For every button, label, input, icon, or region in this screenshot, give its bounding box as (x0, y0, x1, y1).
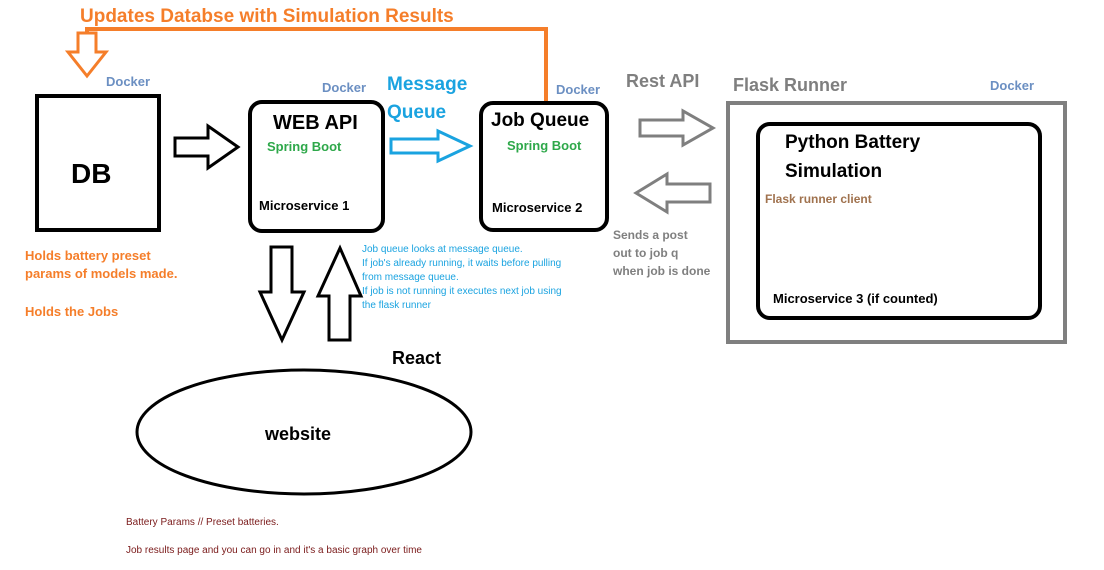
website-note1: Battery Params // Preset batteries. (126, 517, 279, 528)
message-queue-line2: Queue (387, 102, 447, 123)
website-note2: Job results page and you can go in and i… (126, 545, 422, 556)
flask-docker-label: Docker (990, 78, 1035, 93)
website-ellipse (135, 368, 473, 496)
webapi-docker-label: Docker (322, 80, 367, 95)
jobqueue-service: Microservice 2 (492, 200, 583, 215)
jobqueue-note-line4: If job is not running it executes next j… (362, 286, 562, 297)
webapi-title: WEB API (273, 112, 358, 134)
jobqueue-note-line1: Job queue looks at message queue. (362, 244, 523, 255)
webapi-box (248, 100, 385, 233)
update-db-arrowhead (64, 31, 110, 79)
jobqueue-note-line3: from message queue. (362, 272, 459, 283)
message-queue-arrow (389, 128, 474, 164)
flask-service: Microservice 3 (if counted) (773, 291, 938, 306)
db-to-webapi-arrow (173, 123, 241, 171)
update-db-line (85, 27, 548, 102)
post-note-line1: Sends a post (613, 228, 688, 242)
jobqueue-framework: Spring Boot (507, 138, 582, 153)
jobqueue-note-line5: the flask runner (362, 300, 431, 311)
db-note-line3: Holds the Jobs (25, 304, 119, 319)
db-note-line2: params of models made. (25, 266, 178, 281)
post-back-arrow (633, 171, 712, 215)
jobqueue-title: Job Queue (491, 110, 590, 131)
db-docker-label: Docker (106, 74, 151, 89)
webapi-framework: Spring Boot (267, 139, 342, 154)
python-sim-title-line2: Simulation (785, 161, 883, 182)
db-box (35, 94, 161, 232)
python-sim-box (756, 122, 1042, 320)
website-label: website (265, 424, 332, 444)
db-label: DB (71, 158, 112, 189)
rest-api-label: Rest API (626, 71, 700, 91)
jobqueue-docker-label: Docker (556, 82, 601, 97)
post-note-line3: when job is done (613, 264, 711, 278)
jobqueue-note-line2: If job's already running, it waits befor… (362, 258, 562, 269)
webapi-to-website-arrow (257, 245, 307, 344)
python-sim-title-line1: Python Battery (785, 132, 921, 153)
flask-runner-label: Flask Runner (733, 75, 848, 95)
jobqueue-box (479, 101, 609, 232)
update-db-title: Updates Databse with Simulation Results (80, 6, 454, 27)
db-note-line1: Holds battery preset (25, 248, 151, 263)
flask-client-label: Flask runner client (765, 192, 872, 206)
flask-runner-container (726, 101, 1067, 344)
message-queue-line1: Message (387, 74, 468, 95)
post-note-line2: out to job q (613, 246, 679, 260)
react-label: React (392, 348, 442, 368)
webapi-service: Microservice 1 (259, 198, 350, 213)
website-to-webapi-arrow (315, 244, 364, 342)
rest-api-arrow (638, 108, 717, 148)
